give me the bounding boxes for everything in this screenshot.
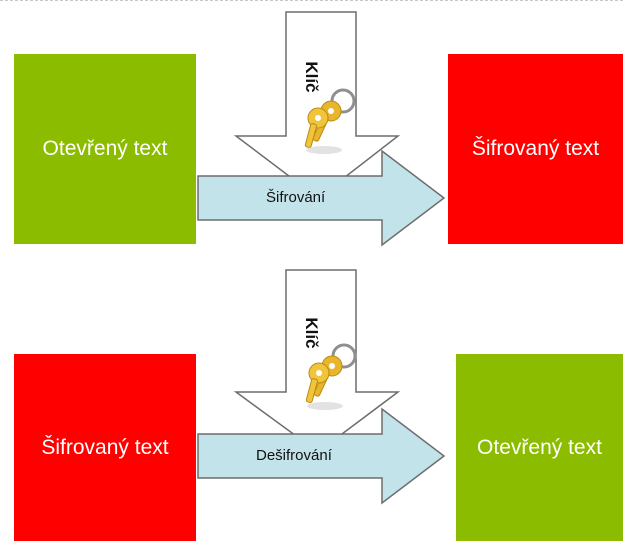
plaintext-label: Otevřený text	[42, 137, 168, 160]
ciphertext-input-label: Šifrovaný text	[41, 435, 169, 459]
ciphertext-box: Šifrovaný text	[448, 54, 623, 244]
decryption-label: Dešifrování	[256, 447, 332, 464]
key-down-arrow-2	[233, 269, 401, 453]
key-down-arrow	[233, 11, 401, 199]
plaintext-output-box: Otevřený text	[456, 354, 623, 541]
top-dashed-border	[0, 0, 623, 3]
keys-icon-2	[305, 343, 357, 410]
plaintext-box: Otevřený text	[14, 54, 196, 244]
decryption-process-arrow	[197, 407, 446, 505]
encryption-label: Šifrování	[266, 189, 326, 206]
plaintext-output-label: Otevřený text	[477, 435, 602, 459]
encryption-process-arrow	[197, 149, 446, 247]
ciphertext-label: Šifrovaný text	[471, 137, 600, 160]
key-label-2: Klíč	[302, 317, 321, 349]
keys-icon	[304, 88, 356, 154]
ciphertext-input-box: Šifrovaný text	[14, 354, 196, 541]
